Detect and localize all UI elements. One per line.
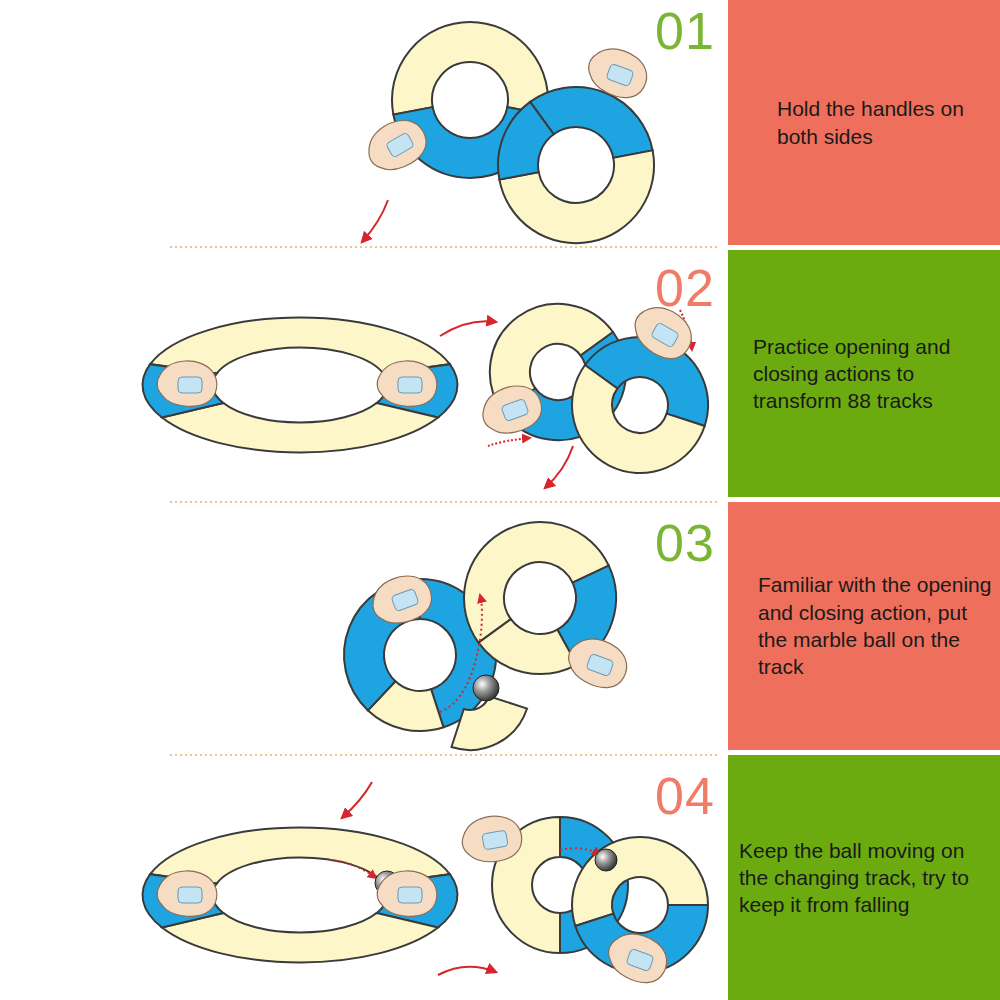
track-segment — [451, 696, 527, 750]
track-ring — [572, 337, 708, 473]
track-segment — [530, 87, 652, 158]
marbles — [375, 675, 617, 895]
track-segment — [498, 102, 554, 180]
step-text: Familiar with the opening and closing ac… — [758, 571, 992, 680]
track-figures — [142, 22, 708, 973]
track-segment — [572, 365, 705, 473]
hand — [562, 631, 633, 694]
motion-arrow — [488, 438, 530, 446]
motion-arrow — [362, 200, 388, 242]
handle — [586, 653, 614, 676]
handle — [482, 830, 508, 850]
step-panel: Practice opening and closing actions to … — [728, 250, 1000, 497]
step-number: 04 — [655, 770, 715, 822]
marble — [473, 675, 499, 701]
hand — [582, 41, 653, 104]
hand-shape — [476, 378, 547, 441]
hand-shape — [562, 631, 633, 694]
track-ring — [572, 837, 708, 973]
step-number: 01 — [655, 5, 715, 57]
hand-shape — [459, 812, 526, 867]
handle — [651, 322, 680, 348]
hand-shape — [366, 568, 437, 631]
track-segment — [162, 913, 438, 962]
track-segment — [162, 403, 438, 452]
step-text: Hold the handles on both sides — [777, 95, 992, 150]
track-segment — [479, 619, 577, 674]
hand — [157, 871, 217, 916]
hand — [360, 111, 434, 180]
step-panel: Hold the handles on both sides — [728, 0, 1000, 245]
step-number: 02 — [655, 262, 715, 314]
hand-shape — [157, 871, 217, 916]
hand-shape — [377, 361, 437, 406]
track-ring — [142, 827, 457, 962]
track-ring — [451, 696, 527, 750]
step-panel: Keep the ball moving on the changing tra… — [728, 755, 1000, 1000]
hand — [377, 361, 437, 406]
handle — [178, 887, 202, 903]
hand — [377, 871, 437, 916]
motion-arrow — [440, 321, 496, 336]
motion-arrow — [438, 967, 496, 975]
handle — [178, 377, 202, 393]
separator — [170, 501, 718, 503]
motion-arrow — [545, 446, 573, 488]
hand — [602, 926, 673, 989]
marble — [595, 849, 617, 871]
hand — [157, 361, 217, 406]
step-number: 03 — [655, 517, 715, 569]
ball-path — [560, 848, 600, 855]
ball-path — [330, 860, 376, 878]
step-text: Practice opening and closing actions to … — [753, 333, 992, 415]
step-text: Keep the ball moving on the changing tra… — [739, 837, 992, 919]
hand-shape — [602, 926, 673, 989]
hands — [157, 41, 700, 989]
separator — [170, 246, 718, 248]
hand-shape — [377, 871, 437, 916]
track-ring — [142, 317, 457, 452]
hand-shape — [157, 361, 217, 406]
handle — [606, 63, 634, 86]
handle — [386, 132, 415, 158]
handle — [626, 948, 654, 971]
hand — [459, 812, 526, 867]
handle — [391, 588, 419, 611]
track-segment — [392, 22, 548, 115]
hand — [366, 568, 437, 631]
separator — [170, 754, 718, 756]
handle — [501, 398, 529, 421]
hand-shape — [360, 111, 434, 180]
motion-arrow — [342, 782, 372, 818]
handle — [398, 377, 422, 393]
track-ring — [498, 87, 654, 243]
hand-shape — [582, 41, 653, 104]
handle — [398, 887, 422, 903]
step-panel: Familiar with the opening and closing ac… — [728, 502, 1000, 750]
hand — [476, 378, 547, 441]
